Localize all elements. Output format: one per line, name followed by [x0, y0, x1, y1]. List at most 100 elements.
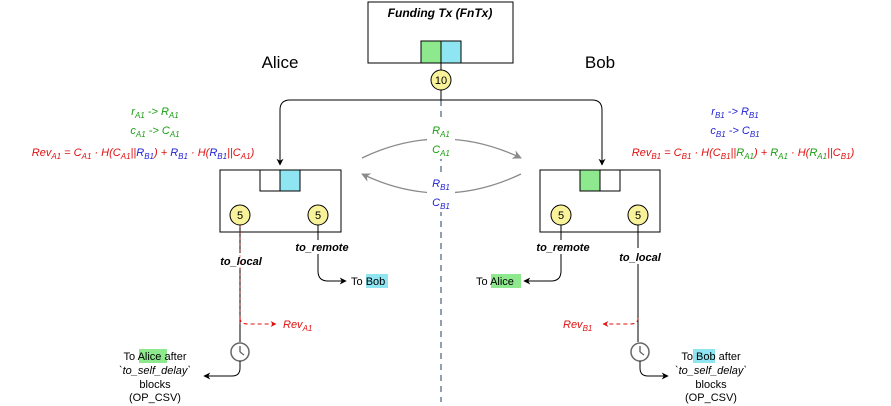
formula-part: = C	[61, 147, 82, 159]
funding-tx-title: Funding Tx (FnTx)	[388, 6, 493, 20]
alice-delay-arrow	[203, 361, 241, 380]
formula-part: )	[849, 147, 855, 159]
branch-to-bob	[591, 99, 606, 166]
alice-to-local-label: to_local	[220, 256, 263, 268]
formula-part: R	[809, 147, 817, 159]
alice-r-key: rA1 -> RA1	[131, 106, 178, 120]
bob-name: Bob	[585, 53, 615, 72]
formula-part: A1	[240, 152, 251, 161]
bob-remote-arrow	[523, 270, 562, 285]
bob-remote-circle-value: 5	[558, 210, 564, 222]
bob-delay-line4: (OP_CSV)	[685, 392, 737, 404]
alice-remote-dest: To Bob	[351, 276, 385, 288]
alice-to-remote-label: to_remote	[295, 242, 348, 254]
funding-output-alice	[420, 40, 442, 64]
exchange-bg-top	[427, 121, 455, 159]
formula-part: B1	[651, 152, 661, 161]
bob-revocation-arrow	[602, 317, 639, 327]
formula-part: A1	[816, 152, 827, 161]
funding-tx: Funding Tx (FnTx) 10	[367, 1, 514, 91]
alice-revocation-arrow	[239, 317, 277, 327]
alice-delay-line1: To Alice after	[124, 351, 187, 363]
bob-delay-line2: `to_self_delay`	[675, 365, 747, 377]
bob-input-green	[579, 169, 601, 192]
formula-part: A1	[81, 152, 92, 161]
exchange-ra1: RA1	[432, 125, 450, 139]
formula-part: ) +	[752, 147, 770, 159]
bob-commitment-tx: 5 5	[539, 169, 661, 233]
formula-part: A1	[50, 152, 61, 161]
formula-part: ||C	[827, 147, 841, 159]
bob-revocation-formula: RevB1 = CB1 · H(CB1||RA1) + RA1 · H(RA1|…	[632, 147, 855, 161]
formula-part: A1	[743, 152, 754, 161]
funding-circle-value: 10	[435, 75, 447, 87]
formula-part: ||C	[227, 147, 241, 159]
bob-to-local-label: to_local	[619, 252, 662, 264]
formula-part: A1	[777, 152, 788, 161]
formula-part: R	[136, 147, 144, 159]
formula-part: Rev	[32, 147, 53, 159]
formula-part: B1	[841, 152, 851, 161]
exchange-cb1: CB1	[432, 197, 450, 211]
formula-part: B1	[144, 152, 154, 161]
exchange-bg-bottom	[427, 174, 455, 212]
alice-revocation-label: RevA1	[283, 319, 312, 333]
alice-delay-highlight	[139, 349, 167, 363]
bob-delay-line3: blocks	[695, 379, 727, 391]
formula-part: ) +	[152, 147, 170, 159]
alice-commitment-tx: 5 5	[219, 169, 342, 233]
formula-part: ||	[131, 147, 137, 159]
formula-part: Rev	[632, 147, 653, 159]
formula-part: R	[170, 147, 178, 159]
formula-part: B1	[178, 152, 188, 161]
alice-local-circle-value: 5	[237, 210, 243, 222]
bob-local-circle-value: 5	[635, 210, 641, 222]
bob-delay-line1: To Bob after	[681, 351, 741, 363]
bob-revocation-label: RevB1	[563, 319, 592, 333]
exchange-ca1: CA1	[432, 144, 450, 158]
alice-remote-circle-value: 5	[315, 210, 321, 222]
formula-part: R	[209, 147, 217, 159]
formula-part: = C	[661, 147, 682, 159]
alice-clock-icon	[230, 342, 250, 362]
bob-remote-dest: To Alice	[476, 276, 514, 288]
funding-output-bob	[440, 40, 462, 64]
alice-delay-line4: (OP_CSV)	[129, 392, 181, 404]
formula-part: ||	[731, 147, 737, 159]
bob-clock-icon	[630, 342, 650, 362]
alice-input-empty	[259, 169, 281, 192]
formula-part: · H(C	[691, 147, 720, 159]
bob-c-key: cB1 -> CB1	[710, 125, 759, 139]
bob-delay-arrow	[639, 361, 669, 380]
alice-remote-arrow	[317, 270, 347, 285]
formula-part: )	[249, 147, 255, 159]
bob-input-empty	[599, 169, 621, 192]
formula-part: · H(C	[91, 147, 120, 159]
alice-revocation-formula: RevA1 = CA1 · H(CA1||RB1) + RB1 · H(RB1|…	[32, 147, 255, 161]
branch-to-alice	[276, 99, 291, 166]
bob-delay-highlight	[693, 349, 715, 363]
formula-part: B1	[217, 152, 227, 161]
alice-input-cyan	[279, 169, 301, 192]
alice-remote-dest-highlight	[366, 274, 388, 288]
formula-part: B1	[721, 152, 731, 161]
formula-part: · H(	[788, 147, 811, 159]
alice-to-remote-bg	[291, 240, 353, 254]
bob-to-remote-label: to_remote	[536, 242, 589, 254]
formula-part: R	[770, 147, 778, 159]
alice-delay-line2: `to_self_delay`	[119, 365, 191, 377]
bob-remote-dest-highlight	[491, 274, 521, 288]
formula-part: R	[736, 147, 744, 159]
bob-r-key: rB1 -> RB1	[711, 106, 758, 120]
funding-branch	[290, 90, 592, 101]
formula-part: A1	[120, 152, 131, 161]
formula-part: B1	[682, 152, 692, 161]
alice-c-key: cA1 -> CA1	[130, 125, 179, 139]
exchange-rb1: RB1	[432, 178, 450, 192]
formula-part: · H(	[188, 147, 211, 159]
bob-to-remote-bg	[532, 240, 594, 254]
alice-delay-line3: blocks	[139, 379, 171, 391]
alice-name: Alice	[262, 53, 299, 72]
